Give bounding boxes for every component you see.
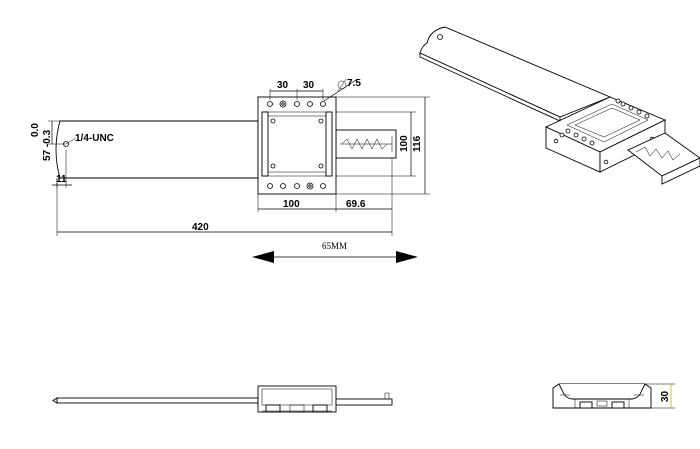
carriage-hole bbox=[267, 101, 273, 107]
travel-arrow: 65MM bbox=[252, 241, 418, 263]
dim-116: 116 bbox=[412, 135, 423, 152]
dim-30-right: 30 bbox=[303, 80, 315, 91]
dim-vertical: 100 116 bbox=[336, 96, 430, 195]
side-view bbox=[52, 385, 393, 413]
end-view: 30 bbox=[552, 383, 675, 409]
dim-hole-diameter: 7.5 bbox=[323, 78, 361, 102]
travel-label: 65MM bbox=[322, 241, 347, 251]
dim-0-0: 0.0 bbox=[30, 123, 41, 137]
isometric-view bbox=[419, 26, 700, 185]
dim-69-6: 69.6 bbox=[346, 199, 366, 210]
rail-outline bbox=[55, 120, 259, 179]
dim-7-5: 7.5 bbox=[347, 78, 361, 89]
dim-left: 0.0 57 -0.3 11 bbox=[30, 120, 72, 188]
dim-30-30: 30 30 bbox=[269, 80, 324, 100]
dim-100-vertical: 100 bbox=[399, 135, 410, 152]
dim-420: 420 bbox=[56, 178, 392, 236]
dim-30-left: 30 bbox=[277, 80, 289, 91]
dim-11: 11 bbox=[56, 174, 67, 185]
end-dim-30: 30 bbox=[660, 390, 671, 402]
carriage bbox=[257, 96, 337, 195]
arrow-left-head bbox=[252, 251, 274, 263]
top-view: 1/4-UNC bbox=[30, 78, 430, 236]
arrow-right-head bbox=[396, 251, 418, 263]
dim-100-horizontal: 100 bbox=[283, 199, 300, 210]
slide-extension bbox=[335, 129, 397, 159]
dim-57-3: 57 -0.3 bbox=[42, 129, 53, 161]
dim-horizontal: 100 69.6 bbox=[257, 158, 393, 236]
thread-label: 1/4-UNC bbox=[75, 133, 114, 144]
dim-420-label: 420 bbox=[192, 222, 209, 233]
